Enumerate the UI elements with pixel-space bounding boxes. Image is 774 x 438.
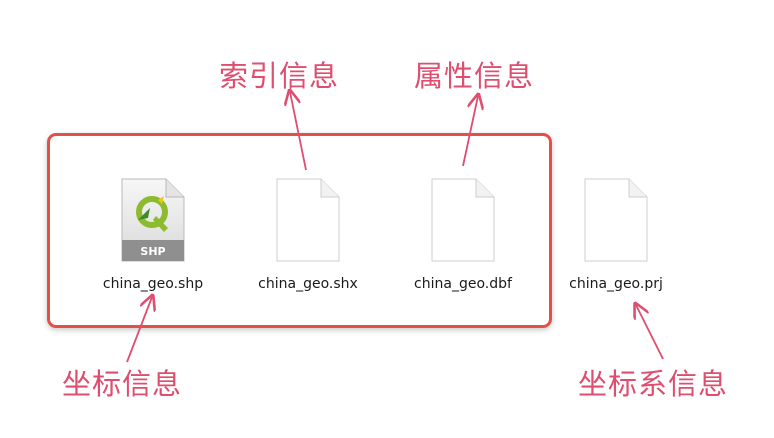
file-name-dbf: china_geo.dbf <box>414 276 512 292</box>
arrow-coordinate-system-info <box>636 305 664 360</box>
blank-document-icon <box>431 178 495 262</box>
file-shx[interactable]: china_geo.shx <box>233 178 383 292</box>
file-shp[interactable]: SHP china_geo.shp <box>78 178 228 292</box>
label-attribute-info: 属性信息 <box>414 59 535 93</box>
file-prj[interactable]: china_geo.prj <box>541 178 691 292</box>
qgis-shp-file-icon: SHP <box>121 178 185 262</box>
shp-badge-text: SHP <box>140 245 165 258</box>
label-coordinate-info: 坐标信息 <box>62 367 183 401</box>
label-coordinate-system-info: 坐标系信息 <box>578 367 729 401</box>
label-index-info: 索引信息 <box>219 59 340 93</box>
file-name-shx: china_geo.shx <box>258 276 358 292</box>
file-name-prj: china_geo.prj <box>569 276 663 292</box>
file-dbf[interactable]: china_geo.dbf <box>388 178 538 292</box>
blank-document-icon <box>584 178 648 262</box>
file-name-shp: china_geo.shp <box>102 276 204 292</box>
blank-document-icon <box>276 178 340 262</box>
